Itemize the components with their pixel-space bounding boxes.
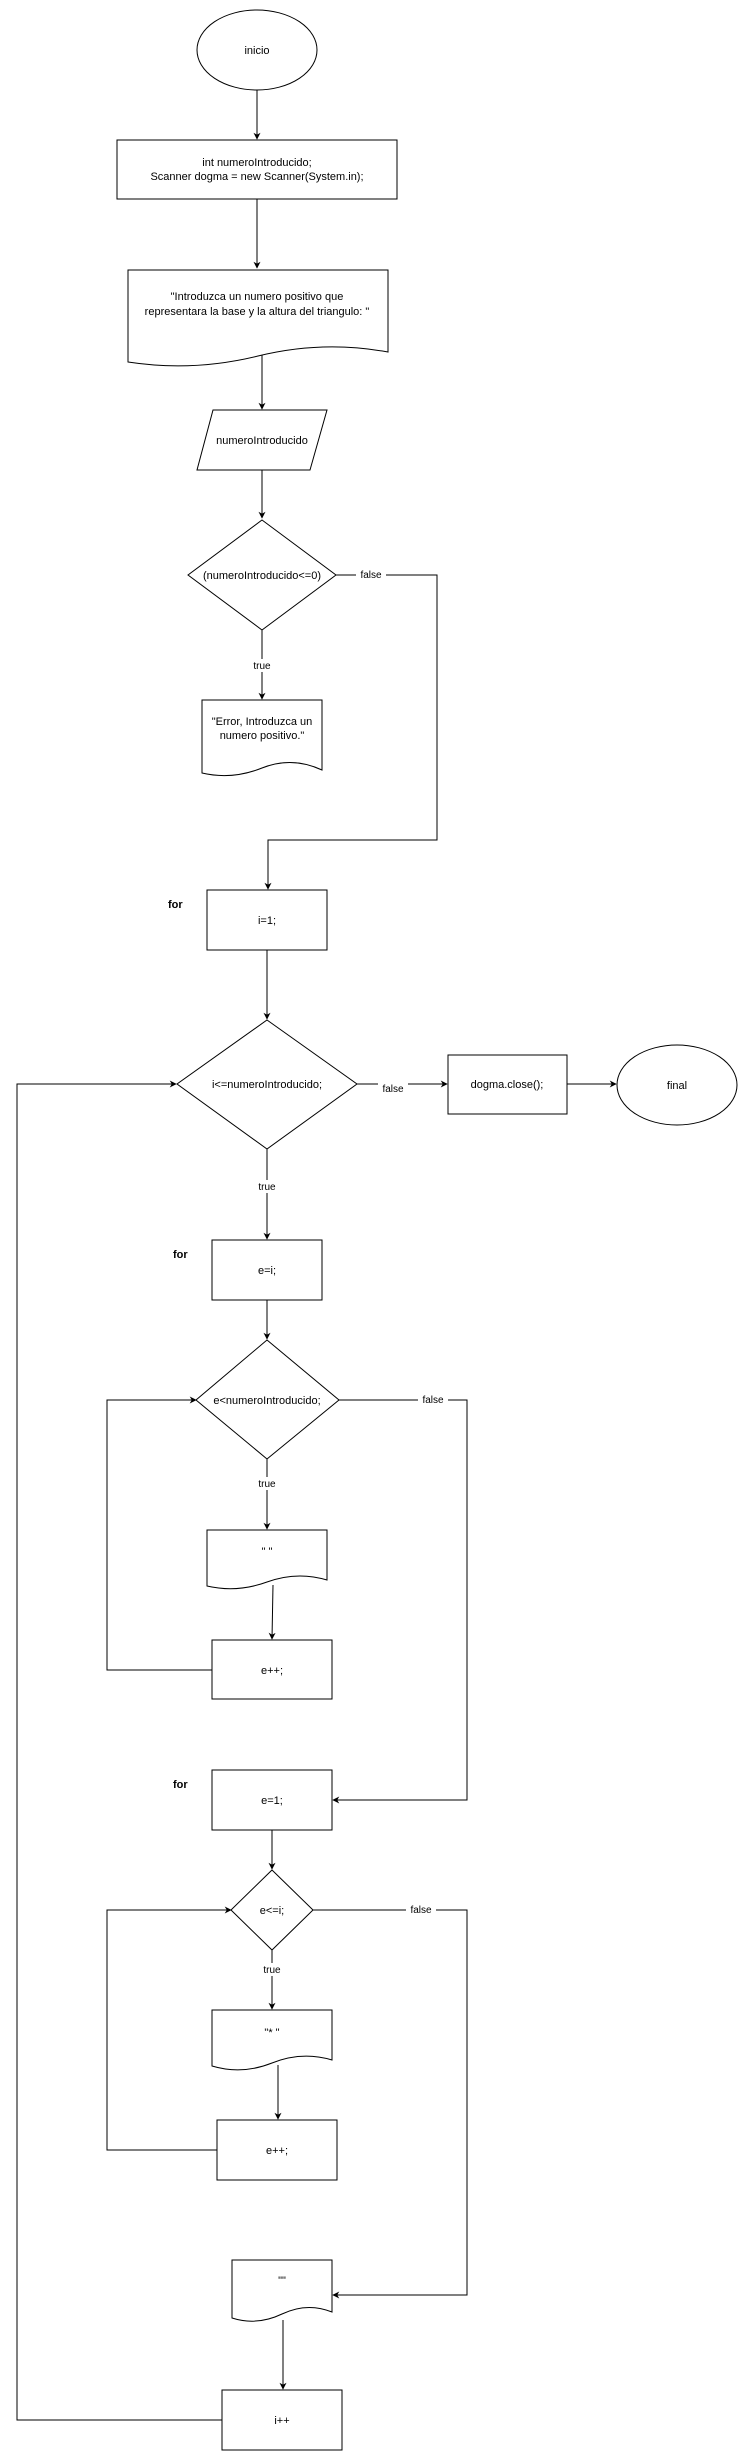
error-line-2: numero positivo." xyxy=(220,730,305,742)
error-line-1: "Error, Introduzca un xyxy=(212,716,313,728)
edge-label-true: true xyxy=(258,1182,276,1193)
init-line-2: Scanner dogma = new Scanner(System.in); xyxy=(150,171,363,183)
print-space-label: " " xyxy=(262,1546,273,1558)
end-label: final xyxy=(667,1080,687,1092)
edge-label-false: false xyxy=(360,570,382,581)
for-e2-init-box[interactable]: e=1; xyxy=(211,1769,333,1831)
e1-increment-box[interactable]: e++; xyxy=(211,1639,333,1700)
for-e1-init-label: e=i; xyxy=(258,1265,276,1277)
edge-cond-false-to-for-i xyxy=(264,574,438,890)
print-space-document[interactable]: " " xyxy=(206,1529,328,1590)
i-increment-label: i++ xyxy=(274,2415,289,2427)
for-i-init-box[interactable]: i=1; xyxy=(206,889,328,951)
for-e2-init-label: e=1; xyxy=(261,1795,283,1807)
print-star-label: "* " xyxy=(264,2027,279,2039)
edge-e2-cond-false-to-newline xyxy=(313,1909,468,2299)
i-increment-box[interactable]: i++ xyxy=(221,2389,343,2451)
for-i-condition-decision[interactable]: i<=numeroIntroducido; xyxy=(176,1019,358,1150)
edge-labels: false true false true false true false t… xyxy=(248,568,448,1976)
input-label: numeroIntroducido xyxy=(216,435,308,447)
edge-i-inc-loop-back xyxy=(16,1080,222,2421)
start-label: inicio xyxy=(244,45,269,57)
for-e1-init-box[interactable]: e=i; xyxy=(211,1239,323,1301)
end-terminator[interactable]: final xyxy=(616,1044,738,1126)
edge-label-false: false xyxy=(422,1395,444,1406)
for-label: for xyxy=(173,1779,188,1791)
e2-increment-box[interactable]: e++; xyxy=(216,2119,338,2181)
edge-label-false: false xyxy=(410,1905,432,1916)
edge-label-true: true xyxy=(258,1479,276,1490)
e1-increment-label: e++; xyxy=(261,1665,283,1677)
prompt-document[interactable]: "Introduzca un numero positivo que repre… xyxy=(127,269,389,367)
edge-e1-inc-loop-back xyxy=(106,1396,212,1671)
positive-check-decision[interactable]: (numeroIntroducido<=0) xyxy=(187,519,337,631)
for-e1-condition-decision[interactable]: e<numeroIntroducido; xyxy=(195,1339,340,1460)
edge-e1-cond-false-to-e2-init xyxy=(332,1399,468,1804)
for-e1-condition-label: e<numeroIntroducido; xyxy=(213,1395,320,1407)
edge-label-true: true xyxy=(263,1965,281,1976)
for-label: for xyxy=(173,1249,188,1261)
e2-increment-label: e++; xyxy=(266,2145,288,2157)
prompt-line-2: representara la base y la altura del tri… xyxy=(145,306,370,318)
print-star-document[interactable]: "* " xyxy=(211,2009,333,2071)
init-line-1: int numeroIntroducido; xyxy=(202,157,311,169)
edge-label-false: false xyxy=(382,1084,404,1095)
for-e2-condition-label: e<=i; xyxy=(260,1905,284,1917)
edge-e2-inc-loop-back xyxy=(106,1906,232,2151)
edge-label-true: true xyxy=(253,661,271,672)
error-document[interactable]: "Error, Introduzca un numero positivo." xyxy=(201,699,323,777)
positive-check-label: (numeroIntroducido<=0) xyxy=(203,570,321,582)
prompt-line-1: "Introduzca un numero positivo que xyxy=(171,291,344,303)
close-scanner-box[interactable]: dogma.close(); xyxy=(447,1054,568,1115)
for-e2-condition-decision[interactable]: e<=i; xyxy=(230,1869,314,1951)
edges xyxy=(16,90,617,2421)
start-terminator[interactable]: inicio xyxy=(196,9,318,91)
for-i-init-label: i=1; xyxy=(258,915,276,927)
edge-print-space-to-e1-inc xyxy=(268,1584,276,1640)
for-label: for xyxy=(168,899,183,911)
close-scanner-label: dogma.close(); xyxy=(471,1079,544,1091)
print-newline-document[interactable]: "" xyxy=(231,2259,333,2322)
input-parallelogram[interactable]: numeroIntroducido xyxy=(196,409,328,471)
for-i-condition-label: i<=numeroIntroducido; xyxy=(212,1079,322,1091)
print-newline-label: "" xyxy=(278,2275,286,2287)
init-process-box[interactable]: int numeroIntroducido; Scanner dogma = n… xyxy=(116,139,398,200)
